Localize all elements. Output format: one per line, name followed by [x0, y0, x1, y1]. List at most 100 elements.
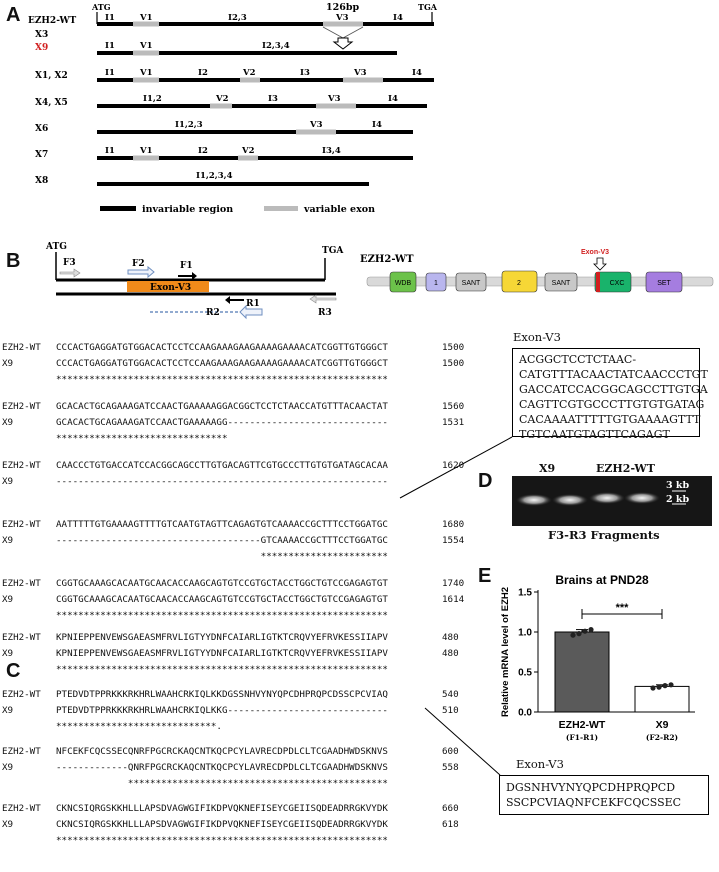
chart-title: Brains at PND28	[555, 573, 649, 587]
dna-n1: 1500	[442, 342, 465, 353]
dna-stars: ***********************	[56, 551, 388, 562]
row-label-x3: X3	[35, 30, 48, 40]
svg-text:ATG: ATG	[45, 242, 67, 252]
svg-text:invariable region: invariable region	[142, 204, 233, 215]
gene-row-wt	[96, 12, 434, 50]
dna-l1: EZH2-WT	[2, 460, 41, 471]
svg-text:CXC: CXC	[610, 280, 625, 287]
row-label-x1x2: X1, X2	[35, 71, 68, 81]
significance-label: ***	[616, 602, 630, 614]
prot-n2: 510	[442, 705, 459, 716]
prot-s2: KPNIEPPENVEWSGAEASMFRVLIGTYYDNFCAIARLIGT…	[56, 648, 388, 659]
dna-stars: *******************************	[56, 433, 228, 444]
svg-text:I2: I2	[198, 146, 208, 156]
data-point	[662, 683, 668, 689]
prot-n2: 558	[442, 762, 459, 773]
panel-a-diagram: ATG TGA 126bp EZH2-WT X3 X9 X1, X2 X4, X…	[28, 2, 438, 215]
svg-text:EZH2-WT: EZH2-WT	[360, 254, 414, 265]
gel-band	[552, 494, 588, 506]
prot-s1: CKNCSIQRGSKKHLLLAPSDVAGWGIFIKDPVQKNEFISE…	[56, 803, 388, 814]
dna-n2: 1500	[442, 358, 465, 369]
gene-row-x1x2	[97, 77, 434, 83]
prot-stars: *****************************.	[56, 721, 222, 732]
dna-l1: EZH2-WT	[2, 519, 41, 530]
svg-text:V3: V3	[335, 13, 349, 23]
panel-a-letter: A	[6, 4, 21, 26]
prot-l1: EZH2-WT	[2, 632, 41, 643]
prot-n2: 480	[442, 648, 459, 659]
gene-row-x8	[97, 182, 369, 186]
data-point	[582, 628, 588, 634]
tga-label-a: TGA	[418, 2, 438, 12]
dna-l2: X9	[2, 476, 14, 487]
x-category-label: EZH2-WT	[559, 719, 606, 731]
row-label-x6: X6	[35, 124, 48, 134]
y-tick-label: 0.5	[518, 668, 532, 679]
svg-text:V1: V1	[139, 146, 153, 156]
dna-l2: X9	[2, 358, 14, 369]
svg-text:V1: V1	[139, 68, 153, 78]
svg-text:I1: I1	[105, 41, 115, 51]
dna-box-line: CATGTTTACAACTATCAACCCTGT	[519, 368, 708, 381]
y-tick-label: 1.5	[518, 588, 532, 599]
svg-text:I4: I4	[372, 120, 382, 130]
prot-n1: 660	[442, 803, 459, 814]
prot-stars: ****************************************…	[56, 835, 388, 846]
row-label-x8: X8	[35, 176, 48, 186]
svg-text:V1: V1	[139, 41, 153, 51]
data-point	[650, 685, 656, 691]
gel-band	[589, 492, 625, 504]
svg-text:I3,4: I3,4	[322, 146, 341, 156]
prot-l1: EZH2-WT	[2, 803, 41, 814]
dna-s2: GCACACTGCAGAAAGATCCAACTGAAAAAGG---------…	[56, 417, 388, 428]
dna-l2: X9	[2, 594, 14, 605]
dna-s1: GCACACTGCAGAAAGATCCAACTGAAAAAGGACGGCTCCT…	[56, 401, 388, 412]
dna-stars: ****************************************…	[56, 374, 388, 385]
row-label-x7: X7	[35, 150, 48, 160]
dna-s1: CAACCCTGTGACCATCCACGGCAGCCTTGTGACAGTTCGT…	[56, 460, 388, 471]
dna-l2: X9	[2, 417, 14, 428]
dna-s1: CCCACTGAGGATGTGGACACTCCTCCAAGAAAGAAGAAAA…	[56, 342, 388, 353]
dna-n2: 1554	[442, 535, 465, 546]
svg-text:R3: R3	[318, 308, 332, 318]
panel-e-letter: E	[478, 565, 492, 587]
marker-2kb: 2 kb	[666, 494, 690, 505]
prot-s1: NFCEKFCQCSSECQNRFPGCRCKAQCNTKQCPCYLAVREC…	[56, 746, 388, 757]
dna-n2: 1614	[442, 594, 465, 605]
x-category-sublabel: (F1-R1)	[566, 733, 598, 742]
prot-l2: X9	[2, 705, 14, 716]
svg-text:I1,2: I1,2	[143, 94, 162, 104]
gel-band	[624, 492, 660, 504]
prot-l2: X9	[2, 648, 14, 659]
prot-n2: 618	[442, 819, 459, 830]
dna-box-line: ACGGCTCCTCTAAC-	[519, 353, 637, 366]
svg-text:SANT: SANT	[552, 280, 571, 287]
row-label-wt: EZH2-WT	[28, 16, 77, 26]
prot-s2: -------------QNRFPGCRCKAQCNTKQCPCYLAVREC…	[56, 762, 388, 773]
prot-stars: ****************************************…	[56, 778, 388, 789]
svg-text:SANT: SANT	[462, 280, 481, 287]
dna-box-line: TGTCAATGTAGTTCAGAGT	[519, 428, 670, 441]
svg-text:R1: R1	[246, 299, 260, 309]
svg-text:F2: F2	[132, 259, 145, 269]
svg-text:I1,2,3: I1,2,3	[175, 120, 203, 130]
gene-row-x9	[97, 50, 397, 56]
svg-text:V3: V3	[353, 68, 367, 78]
bar-EZH2-WT	[554, 631, 610, 713]
svg-text:I2: I2	[198, 68, 208, 78]
svg-text:I3: I3	[300, 68, 310, 78]
svg-text:WDB: WDB	[395, 280, 412, 287]
dna-n1: 1680	[442, 519, 465, 530]
svg-text:Exon-V3: Exon-V3	[150, 283, 191, 293]
dna-s1: AATTTTTGTGAAAAGTTTTGTCAATGTAGTTCAGAGTGTC…	[56, 519, 388, 530]
data-point	[570, 632, 576, 638]
gene-row-x7	[97, 155, 413, 161]
svg-text:I1: I1	[105, 13, 115, 23]
prot-s1: PTEDVDTPPRKKKRKHRLWAAHCRKIQLKKDGSSNHVYNY…	[56, 689, 388, 700]
svg-text:I1: I1	[105, 68, 115, 78]
data-point	[668, 682, 674, 688]
prot-s2: CKNCSIQRGSKKHLLLAPSDVAGWGIFIKDPVQKNEFISE…	[56, 819, 388, 830]
prot-l2: X9	[2, 762, 14, 773]
dna-s2: -------------------------------------GTC…	[56, 535, 388, 546]
dna-box-line: CAGTTCGTGCCCTTGTGTGATAG	[519, 398, 705, 411]
